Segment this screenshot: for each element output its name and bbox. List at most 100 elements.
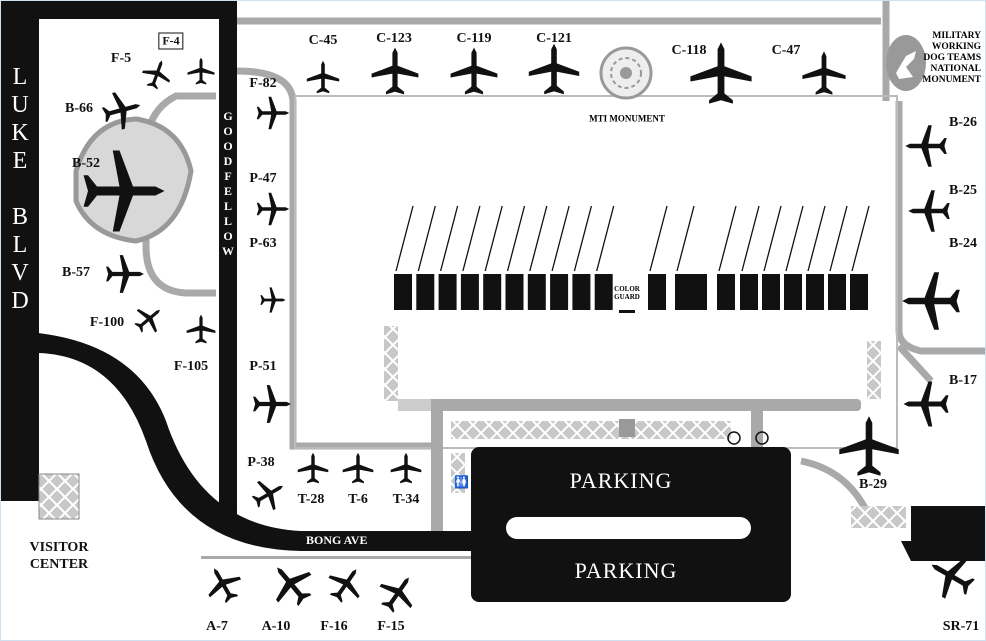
flagpole xyxy=(529,205,548,272)
troop-formation xyxy=(648,274,666,310)
roads xyxy=(1,1,985,602)
aircraft-label-c47: C-47 xyxy=(771,43,801,58)
aircraft-icon-f100 xyxy=(128,298,170,340)
aircraft-icon-p38 xyxy=(246,471,292,517)
aircraft-label-f15: F-15 xyxy=(377,619,405,634)
aircraft-label-f4: F-4 xyxy=(158,32,184,50)
aircraft-icon-c123 xyxy=(371,47,419,95)
aircraft-icon-b57 xyxy=(106,255,144,293)
aircraft-label-p47: P-47 xyxy=(249,171,277,186)
aircraft-label-a10: A-10 xyxy=(261,619,291,634)
aircraft-icon-p47 xyxy=(256,192,290,226)
flagpole xyxy=(649,205,668,272)
aircraft-label-b25: B-25 xyxy=(949,183,977,198)
aircraft-label-sr71: SR-71 xyxy=(942,619,980,634)
aircraft-label-f105: F-105 xyxy=(173,359,209,374)
flagpole xyxy=(573,205,593,272)
flagpole xyxy=(551,205,570,272)
aircraft-icon-f4 xyxy=(187,57,215,85)
aircraft-icon-b26 xyxy=(905,125,947,167)
aircraft-icon-p63 xyxy=(260,287,286,313)
formations xyxy=(394,205,870,313)
aircraft-icon-a10 xyxy=(260,553,322,615)
troop-formation xyxy=(850,274,868,310)
flagpole xyxy=(395,205,414,272)
troop-formation xyxy=(572,274,591,310)
aircraft-icon-c119 xyxy=(450,47,498,95)
aircraft-label-p51: P-51 xyxy=(249,359,277,374)
aircraft-icon-b24 xyxy=(902,272,960,330)
dog-monument-icon xyxy=(886,35,926,91)
visitor-center-label: VISITOR CENTER xyxy=(29,540,89,572)
aircraft-icon-f16 xyxy=(320,558,372,610)
aircraft-icon-t34 xyxy=(390,452,422,484)
accessible-parking-icon xyxy=(727,431,769,445)
aircraft-label-b66: B-66 xyxy=(65,101,93,116)
troop-formation xyxy=(594,274,613,310)
troop-formation xyxy=(675,274,707,310)
flagpole xyxy=(439,205,459,272)
aircraft-label-b57: B-57 xyxy=(62,265,90,280)
aircraft-label-c123: C-123 xyxy=(376,31,412,46)
aircraft-label-f82: F-82 xyxy=(249,76,277,91)
parking-label-south: PARKING xyxy=(574,558,678,583)
troop-formation xyxy=(394,274,412,310)
troop-formation xyxy=(784,274,802,310)
color-guard-marker xyxy=(619,310,635,313)
aircraft-label-f5: F-5 xyxy=(110,51,132,66)
troop-formation xyxy=(416,274,435,310)
troop-formation xyxy=(828,274,846,310)
aircraft-icon-f82 xyxy=(256,96,290,130)
aircraft-label-c121: C-121 xyxy=(536,31,572,46)
flagpole xyxy=(506,205,526,272)
flagpole xyxy=(462,205,481,272)
flagpole xyxy=(596,205,615,272)
aircraft-label-a7: A-7 xyxy=(206,619,228,634)
troop-formation xyxy=(460,274,479,310)
aircraft-icon-c45 xyxy=(306,60,340,94)
aircraft-icon-b17 xyxy=(903,381,949,427)
flagpole xyxy=(763,205,782,272)
flagpole xyxy=(829,205,848,272)
aircraft-label-t28: T-28 xyxy=(297,492,325,507)
aircraft-icon-b25 xyxy=(908,190,950,232)
aircraft-label-t34: T-34 xyxy=(392,492,420,507)
troop-formation xyxy=(762,274,780,310)
walkways xyxy=(142,1,985,525)
aircraft-label-f16: F-16 xyxy=(320,619,348,634)
troop-formation xyxy=(740,274,758,310)
flagpole xyxy=(807,205,826,272)
flagpole xyxy=(417,205,436,272)
bong-ave-label: BONG AVE xyxy=(306,533,368,547)
troop-formation xyxy=(438,274,457,310)
troop-formation xyxy=(717,274,735,310)
aircraft-icon-f105 xyxy=(186,314,216,344)
aircraft-icon-c121 xyxy=(528,43,580,95)
aircraft-icon-c47 xyxy=(802,51,846,95)
troop-formation xyxy=(550,274,569,310)
flagpole xyxy=(484,205,503,272)
troop-formation xyxy=(806,274,824,310)
aircraft-label-t6: T-6 xyxy=(348,492,368,507)
aircraft-icon-p51 xyxy=(253,385,291,423)
restroom-icon: 🚻 xyxy=(454,475,469,489)
aircraft-icon-a7 xyxy=(198,559,248,609)
flagpole xyxy=(718,205,737,272)
aircraft-label-f100: F-100 xyxy=(89,315,125,330)
flagpole xyxy=(676,205,695,272)
aircraft-label-b17: B-17 xyxy=(949,373,977,388)
troop-formation xyxy=(527,274,546,310)
b52-pad xyxy=(73,116,194,244)
aircraft-label-b24: B-24 xyxy=(949,236,977,251)
aircraft-label-c119: C-119 xyxy=(456,31,492,46)
aircraft-icon-f15 xyxy=(371,566,425,620)
aircraft-label-c45: C-45 xyxy=(308,33,338,48)
aircraft-icon-t28 xyxy=(297,452,329,484)
aircraft-label-c118: C-118 xyxy=(671,43,707,58)
aircraft-icon-f5 xyxy=(138,55,176,93)
